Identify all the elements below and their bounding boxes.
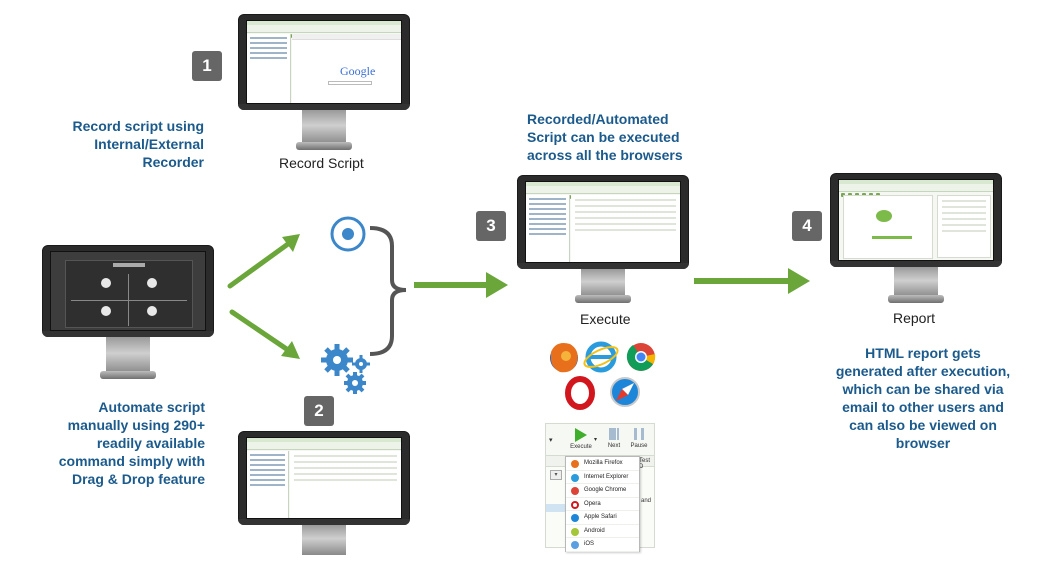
execute-menu-arrow-icon[interactable]: ▾ xyxy=(594,437,598,443)
report-pie-icon xyxy=(876,210,892,222)
step-3-description: Recorded/Automated Script can be execute… xyxy=(527,111,683,163)
browser-option-opera[interactable]: Opera xyxy=(566,498,639,511)
browser-option-firefox[interactable]: Mozilla Firefox xyxy=(566,457,639,471)
browser-option-android[interactable]: Android xyxy=(566,525,639,538)
internet-explorer-icon xyxy=(583,341,619,373)
step-3-caption: Execute xyxy=(580,311,631,327)
ie-small-icon xyxy=(571,473,579,482)
step-1-caption: Record Script xyxy=(279,155,364,171)
browser-option-safari[interactable]: Apple Safari xyxy=(566,511,639,525)
execute-panel: ▾ Execute ▾ Next Pause Test D ▾ and Mozi… xyxy=(545,423,655,552)
play-icon xyxy=(575,428,587,442)
chrome-small-icon xyxy=(571,487,579,495)
google-logo: Google xyxy=(340,64,376,78)
record-target-icon xyxy=(330,216,366,252)
firefox-icon xyxy=(550,343,578,373)
browser-dropdown: Mozilla Firefox Internet Explorer Google… xyxy=(565,456,640,552)
pause-icon xyxy=(634,428,644,440)
arrow-to-gears-icon xyxy=(229,309,300,359)
safari-small-icon xyxy=(571,514,579,522)
step-2-description: Automate script manually using 290+ read… xyxy=(58,399,205,487)
grid-cell-text: and xyxy=(641,498,652,504)
opera-icon xyxy=(565,376,595,410)
arrow-to-report xyxy=(694,268,810,294)
automate-screen xyxy=(246,437,402,519)
browser-option-chrome[interactable]: Google Chrome xyxy=(566,484,639,498)
opera-small-icon xyxy=(571,500,579,509)
pause-button[interactable]: Pause xyxy=(628,428,650,454)
execute-label: Execute xyxy=(570,444,592,450)
chrome-icon xyxy=(626,343,656,371)
gears-icon xyxy=(321,344,370,394)
step-4-caption: Report xyxy=(893,310,936,326)
step-4-description: HTML report gets generated after executi… xyxy=(835,345,1011,451)
monitor-launcher xyxy=(42,245,214,387)
execute-screen xyxy=(525,181,681,263)
step-4-badge: 4 xyxy=(792,211,822,241)
ios-small-icon xyxy=(571,541,579,549)
firefox-small-icon xyxy=(571,460,579,468)
monitor-execute xyxy=(517,175,689,307)
next-label: Next xyxy=(607,443,621,449)
launcher-screen xyxy=(50,251,206,331)
android-small-icon xyxy=(571,527,579,536)
next-button[interactable]: Next xyxy=(604,428,624,454)
pause-label: Pause xyxy=(630,443,648,449)
selected-row xyxy=(546,504,566,512)
execute-button[interactable]: Execute xyxy=(566,428,596,454)
step-1-description: Record script using Internal/External Re… xyxy=(72,118,204,170)
report-screen xyxy=(838,179,994,261)
browser-option-ie[interactable]: Internet Explorer xyxy=(566,471,639,484)
row-dropdown-button[interactable]: ▾ xyxy=(550,470,562,480)
browser-option-ios[interactable]: iOS xyxy=(566,538,639,552)
dropdown-arrow-icon[interactable]: ▾ xyxy=(549,437,553,444)
step-2-badge: 2 xyxy=(304,396,334,426)
arrow-to-execute xyxy=(414,272,508,298)
monitor-automate xyxy=(238,431,410,577)
execute-toolbar: ▾ Execute ▾ Next Pause xyxy=(546,424,654,456)
record-screen: Google xyxy=(246,20,402,104)
next-icon xyxy=(609,428,619,440)
safari-icon xyxy=(610,377,640,407)
step-3-badge: 3 xyxy=(476,211,506,241)
arrow-to-record-icon xyxy=(227,234,300,289)
column-header-test: Test D xyxy=(639,458,651,470)
curly-brace xyxy=(369,226,407,356)
monitor-record: Google xyxy=(238,14,410,156)
monitor-report xyxy=(830,173,1002,307)
step-1-badge: 1 xyxy=(192,51,222,81)
